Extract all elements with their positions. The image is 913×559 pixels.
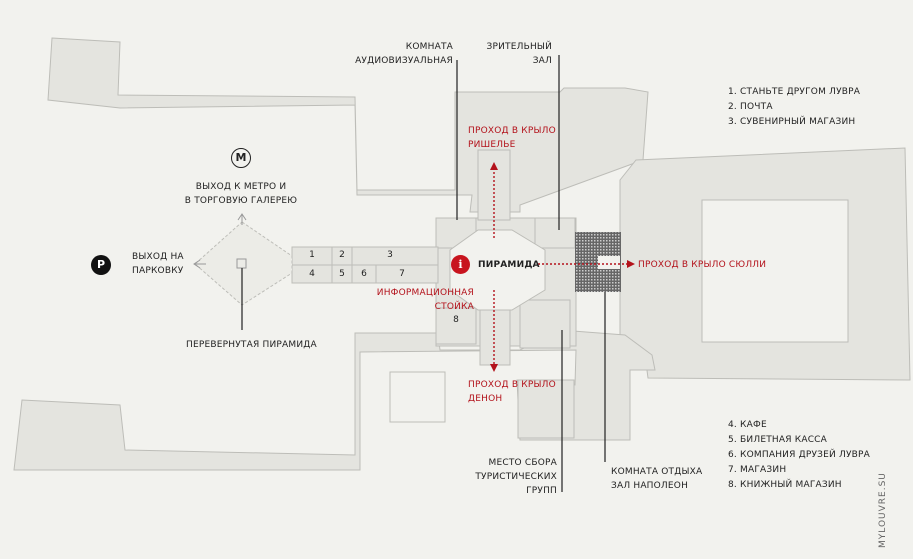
shop-2-number: 2 [339, 250, 345, 260]
inverted-pyramid-label: ПЕРЕВЕРНУТАЯ ПИРАМИДА [186, 340, 317, 350]
bookshop-block [435, 307, 477, 345]
richelieu-arrow [490, 162, 498, 170]
pyramid-floor [449, 229, 546, 311]
sully-arrow [627, 260, 635, 268]
legend-item: 2. ПОЧТА [728, 102, 773, 112]
shop-3-number: 3 [387, 250, 393, 260]
legend-item: 3. СУВЕНИРНЫЙ МАГАЗИН [728, 117, 856, 127]
parking-icon: P [91, 255, 111, 275]
shop-4-number: 4 [309, 269, 315, 279]
legend-item: 8. КНИЖНЫЙ МАГАЗИН [728, 480, 842, 490]
cour-carree [701, 199, 849, 343]
denon-arrow [490, 364, 498, 372]
shop-8-number: 8 [453, 315, 459, 325]
sully-label: ПРОХОД В КРЫЛО СЮЛЛИ [638, 260, 767, 270]
shop-7-number: 7 [399, 269, 405, 279]
metro-icon: M [231, 148, 251, 168]
legend-item: 1. СТАНЬТЕ ДРУГОМ ЛУВРА [728, 87, 861, 97]
site-credit: MYLOUVRE.SU [878, 472, 888, 548]
legend-bottom: 4. КАФЕ 5. БИЛЕТНАЯ КАССА 6. КОМПАНИЯ ДР… [728, 418, 870, 493]
legend-item: 6. КОМПАНИЯ ДРУЗЕЙ ЛУВРА [728, 450, 871, 460]
inverted-pyramid-plaza [194, 221, 293, 306]
shop-1-number: 1 [309, 250, 315, 260]
auditorium-block [534, 217, 576, 249]
sully-escalator-gap [598, 256, 620, 269]
legend-top: 1. СТАНЬТЕ ДРУГОМ ЛУВРА 2. ПОЧТА 3. СУВЕ… [728, 85, 860, 130]
info-icon: i [451, 255, 470, 274]
shop-6-number: 6 [361, 269, 367, 279]
pyramid-label: ПИРАМИДА [478, 260, 540, 270]
legend-item: 7. МАГАЗИН [728, 465, 787, 475]
denon-passage [479, 299, 511, 366]
denon-room [517, 379, 575, 439]
denon-court [389, 371, 446, 423]
legend-item: 5. БИЛЕТНАЯ КАССА [728, 435, 828, 445]
legend-item: 4. КАФЕ [728, 420, 767, 430]
shops-lower-row [291, 264, 439, 284]
shop-5-number: 5 [339, 269, 345, 279]
